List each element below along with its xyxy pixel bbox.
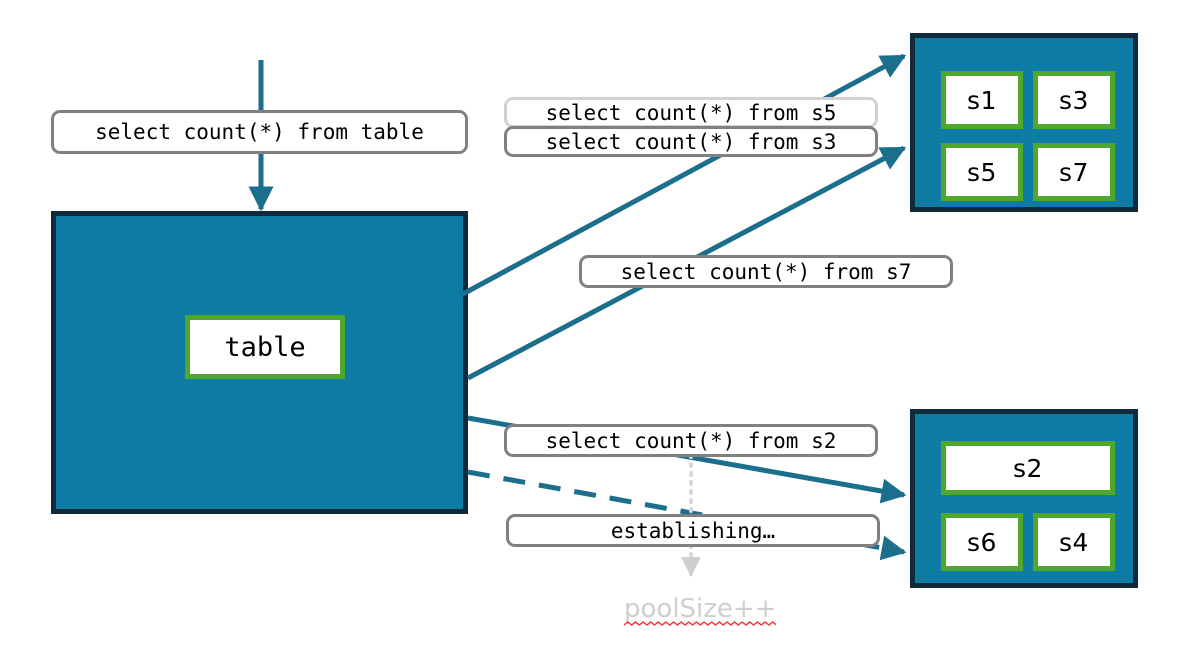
node-s2[interactable]: s2	[941, 441, 1115, 495]
query-pill-s5[interactable]: select count(*) from s5	[504, 97, 878, 128]
node-table[interactable]: table	[185, 315, 345, 379]
node-s5[interactable]: s5	[941, 143, 1023, 201]
spellcheck-underline-icon	[624, 621, 777, 626]
poolsize-note: poolSize++	[624, 594, 777, 626]
node-s6[interactable]: s6	[941, 513, 1023, 571]
table-container: table	[51, 211, 468, 514]
node-s4[interactable]: s4	[1033, 513, 1115, 571]
node-s3[interactable]: s3	[1033, 71, 1115, 129]
query-pill-s2[interactable]: select count(*) from s2	[504, 424, 878, 457]
pool-bottom: s2 s6 s4	[910, 409, 1138, 588]
pool-top: s1 s3 s5 s7	[910, 33, 1138, 212]
poolsize-note-text: poolSize++	[624, 594, 777, 624]
query-pill-entry[interactable]: select count(*) from table	[51, 110, 468, 154]
query-pill-s7[interactable]: select count(*) from s7	[579, 255, 953, 288]
node-s1[interactable]: s1	[941, 71, 1023, 129]
query-pill-s3[interactable]: select count(*) from s3	[504, 126, 878, 157]
node-s7[interactable]: s7	[1033, 143, 1115, 201]
status-pill-establishing[interactable]: establishing…	[506, 514, 880, 547]
